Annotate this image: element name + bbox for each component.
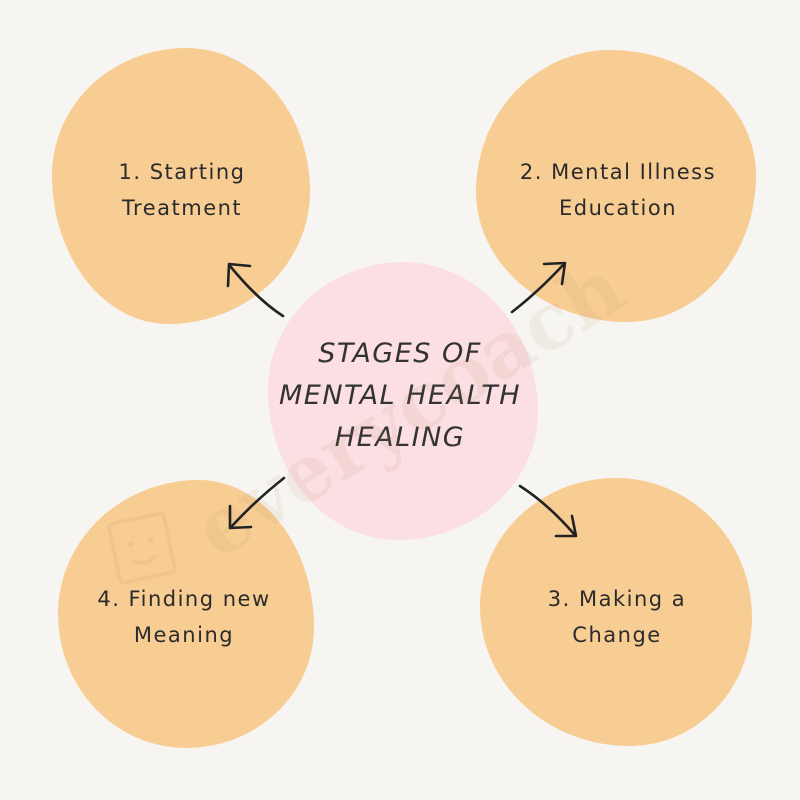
stage-label-1: 1. Starting Treatment: [118, 160, 246, 220]
stage-label-3: 3. Making a Change: [547, 587, 687, 647]
stage-label-2: 2. Mental Illness Education: [519, 160, 717, 220]
center-blob: [268, 262, 538, 540]
stage-label-4: 4. Finding new Meaning: [97, 587, 271, 647]
center-title: STAGES OF MENTAL HEALTH HEALING: [279, 338, 521, 453]
